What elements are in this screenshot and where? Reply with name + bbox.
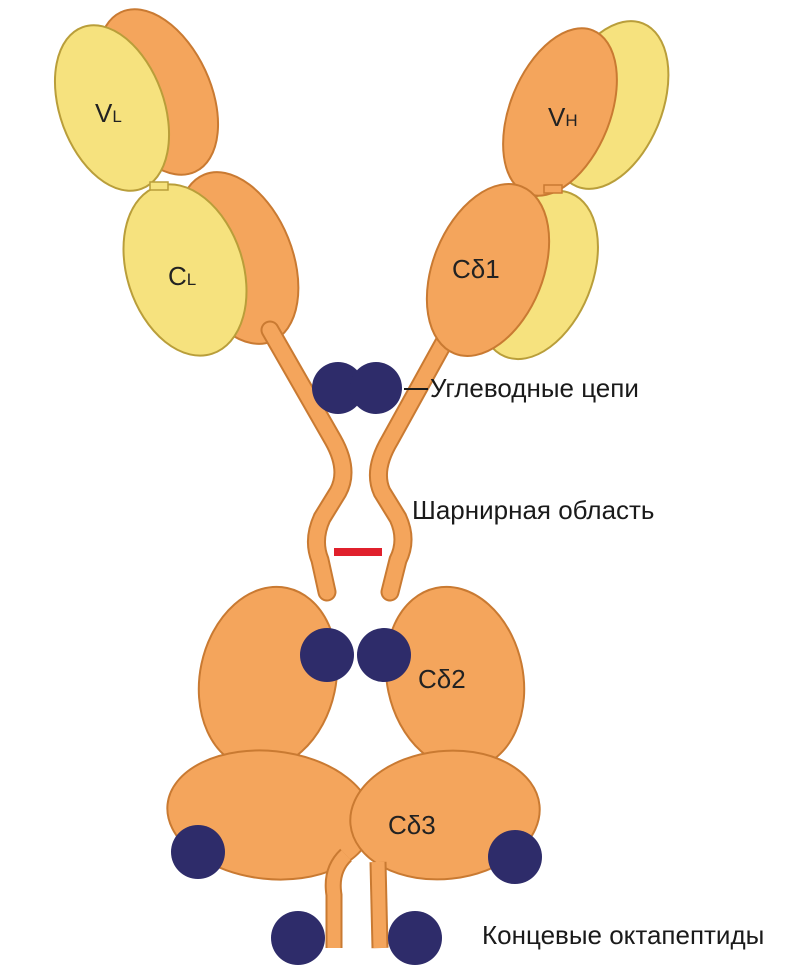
carbohydrate-chain-group-cd2 (300, 628, 411, 682)
carbohydrate-chains-label: Углеводные цепи (430, 373, 639, 403)
carbohydrate-circle (488, 830, 542, 884)
carbohydrate-circle (271, 911, 325, 965)
vh-cd1-link (544, 185, 562, 193)
carbohydrate-circle (300, 628, 354, 682)
vl-cl-link (150, 182, 168, 190)
carbohydrate-circle (357, 628, 411, 682)
cd2-label: Cδ2 (418, 664, 466, 694)
carbohydrate-circle (171, 825, 225, 879)
carbohydrate-circle (388, 911, 442, 965)
carbohydrate-chain-group-upper (312, 362, 402, 414)
terminal-octapeptides-label: Концевые октапептиды (482, 920, 764, 950)
cd3-label: Cδ3 (388, 810, 436, 840)
hinge-region-label: Шарнирная область (412, 495, 654, 525)
carbohydrate-circle (350, 362, 402, 414)
cd1-label: Cδ1 (452, 254, 500, 284)
disulfide-bond (334, 548, 382, 556)
